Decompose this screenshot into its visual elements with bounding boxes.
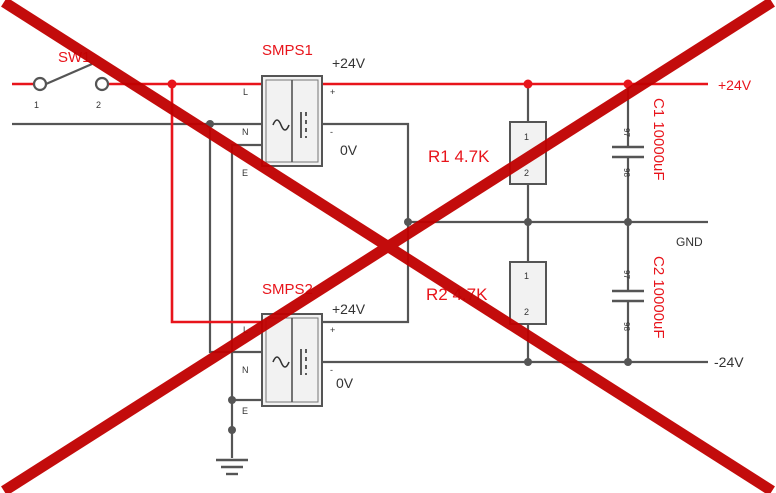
smps2-pin-n: N — [242, 365, 249, 375]
smps2-out-zero: 0V — [336, 375, 354, 391]
switch-pin-1: 1 — [34, 100, 39, 110]
r2-body — [509, 261, 547, 325]
rail-pos-label: +24V — [718, 77, 752, 93]
smps1-out-pos: +24V — [332, 55, 366, 71]
rail-gnd-label: GND — [676, 235, 703, 249]
junction-node — [624, 358, 632, 366]
c1-pin-top: 97 — [622, 128, 631, 137]
resistor-r1[interactable]: 1 2 R1 4.7K — [428, 121, 547, 185]
smps1-out-zero: 0V — [340, 142, 358, 158]
c1-pin-bottom: 98 — [622, 168, 631, 177]
r2-pin-1: 1 — [524, 271, 529, 281]
junction-node — [228, 426, 236, 434]
smps2-pin-l: L — [243, 325, 248, 335]
smps1-pin-minus: - — [330, 127, 333, 137]
junction-node — [228, 396, 236, 404]
switch-contact-2 — [94, 76, 110, 92]
junction-node — [167, 79, 177, 89]
smps2-pin-minus: - — [330, 365, 333, 375]
earth-wire — [230, 143, 262, 430]
switch-pin-2: 2 — [96, 100, 101, 110]
c2-gap — [610, 292, 646, 302]
capacitor-c1[interactable]: 97 98 C1 10000uF — [610, 98, 667, 181]
live-to-smps2 — [170, 84, 262, 324]
smps1-pin-n: N — [242, 127, 249, 137]
c2-pin-bottom: 98 — [622, 322, 631, 331]
r2-pin-2: 2 — [524, 307, 529, 317]
r1-pin-1: 1 — [524, 132, 529, 142]
c2-pin-top: 97 — [622, 270, 631, 279]
smps1-pin-e: E — [242, 168, 248, 178]
switch-contact-1 — [32, 76, 48, 92]
junction-node — [524, 358, 532, 366]
smps1-pin-l: L — [243, 87, 248, 97]
resistor-r2[interactable]: 1 2 R2 4.7K — [426, 261, 547, 325]
smps2-pin-plus: + — [330, 325, 335, 335]
smps2-block[interactable]: SMPS2 L N E + - +24V 0V — [242, 281, 366, 416]
capacitor-c2[interactable]: 97 98 C2 10000uF — [610, 256, 667, 339]
smps2-label: SMPS2 — [262, 281, 313, 298]
r1-label: R1 4.7K — [428, 147, 490, 166]
c1-gap — [610, 148, 646, 158]
c1-label: C1 10000uF — [650, 98, 667, 181]
ac-dc-converter-icon — [272, 349, 307, 375]
r1-pin-2: 2 — [524, 168, 529, 178]
series-link-wire — [322, 122, 410, 324]
junction-node — [624, 218, 632, 226]
junction-nodes — [167, 79, 633, 434]
junction-node — [523, 79, 533, 89]
rail-neg-label: -24V — [714, 354, 744, 370]
junction-node — [524, 218, 532, 226]
smps1-label: SMPS1 — [262, 42, 313, 59]
smps2-out-pos: +24V — [332, 301, 366, 317]
ac-dc-converter-icon — [272, 112, 307, 138]
neutral-to-smps2 — [208, 124, 262, 354]
smps1-block[interactable]: SMPS1 L N E + - +24V 0V — [242, 42, 366, 178]
smps2-pin-e: E — [242, 406, 248, 416]
live-wiring — [12, 82, 708, 324]
smps1-pin-plus: + — [330, 87, 335, 97]
junction-node — [404, 218, 412, 226]
switch-lever — [45, 62, 93, 86]
c2-label: C2 10000uF — [650, 256, 667, 339]
ground-icon — [216, 458, 248, 476]
